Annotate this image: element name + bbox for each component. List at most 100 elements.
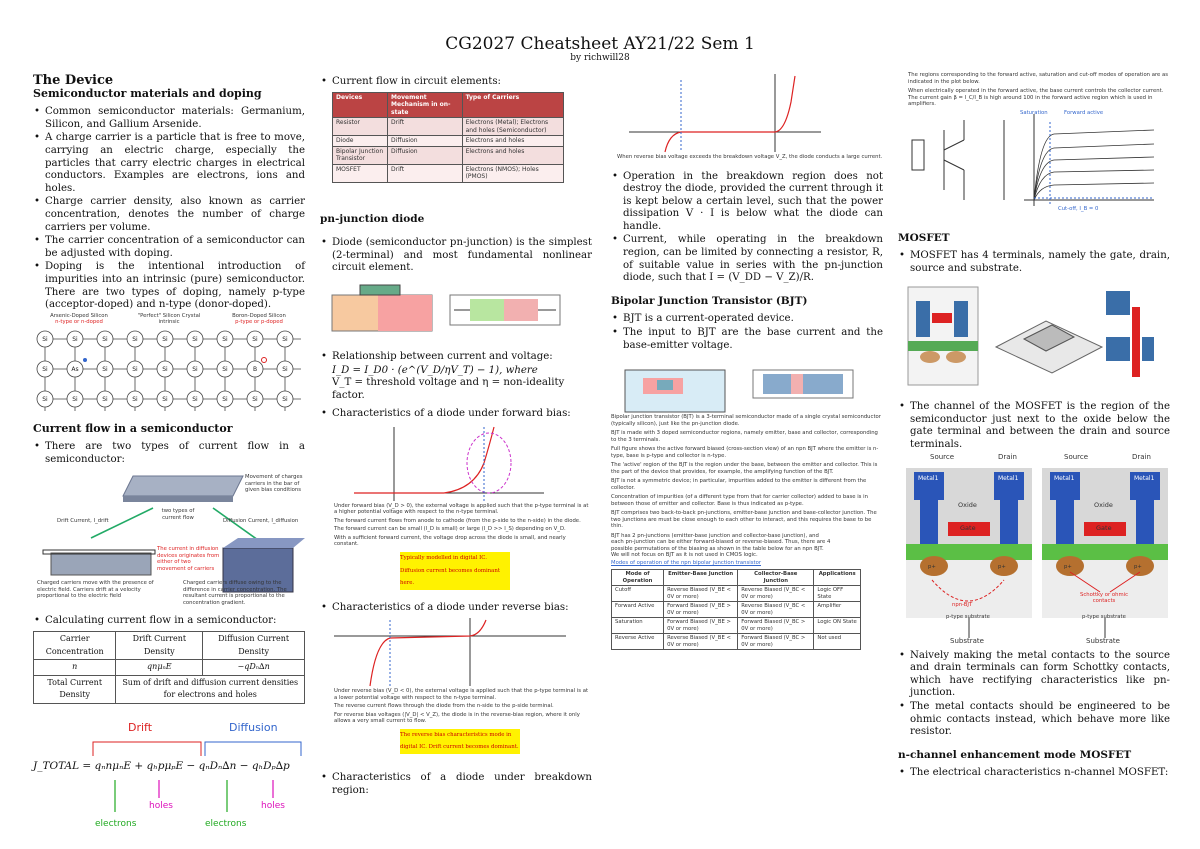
mosfet-cross-section-figure: Source Drain Source Drain: [898, 452, 1170, 645]
bjt-paragraph: The 'active' region of the BJT is the re…: [611, 462, 878, 475]
bullet-item: Characteristics of a diode under breakdo…: [321, 772, 592, 797]
svg-text:Si: Si: [192, 366, 198, 373]
forward-note: The forward current can be small (I_D is…: [334, 526, 566, 533]
bjt-paragraph: BJT is made with 3 doped semiconductor r…: [611, 430, 878, 443]
current-flow-figure: Movement of charges carriers in the bar …: [33, 468, 305, 613]
fig-label-diffusion: Diffusion Current, I_diffusion: [223, 518, 299, 525]
svg-text:Si: Si: [282, 336, 288, 343]
reverse-bias-plot: [334, 618, 566, 687]
section-title-device: The Device: [33, 73, 114, 88]
label-source: Source: [1064, 452, 1089, 461]
table-cell: Electrons (NMOS); Holes (PMOS): [461, 163, 565, 183]
label-metal1: Metal1: [918, 474, 939, 482]
label-substrate: Substrate: [1086, 636, 1120, 645]
bullet-item: Diode (semiconductor pn-junction) is the…: [321, 237, 592, 275]
bjt-paragraph: Bipolar junction transistor (BJT) is a 3…: [611, 414, 881, 427]
current-flow-diagram: [42, 475, 305, 593]
label-source: Source: [930, 452, 955, 461]
subsection-mosfet: MOSFET: [898, 231, 950, 244]
table-cell: −qDₙ∆n: [202, 659, 305, 676]
table-cell: Not used: [813, 633, 861, 651]
fig-label-drift: Drift Current, I_drift: [57, 518, 109, 525]
label-pplus: p+: [1064, 563, 1072, 570]
svg-text:Si: Si: [252, 396, 258, 403]
table-cell: Forward Biased (V_BE > 0V or more): [663, 617, 739, 635]
svg-text:Si: Si: [42, 336, 48, 343]
table-cell: Drift: [387, 117, 463, 137]
label-substrate-type: p-type substrate: [946, 613, 990, 620]
bullet-item: Calculating current flow in a semiconduc…: [34, 615, 305, 628]
table-cell: Reverse Biased (V_BC < 0V or more): [737, 585, 815, 603]
forward-bias-plot: [354, 426, 544, 501]
table-cell: Drift: [387, 163, 463, 183]
forward-note: With a sufficient forward current, the v…: [334, 534, 566, 548]
label-metal1: Metal1: [998, 474, 1019, 482]
bullet-item: MOSFET has 4 terminals, namely the gate,…: [899, 250, 1170, 275]
bjt-modes-table: Mode of Operation Emitter-Base Junction …: [610, 569, 861, 651]
bjt-paragraph: Concentration of impurities (of a differ…: [611, 494, 868, 507]
lattice-sublabel: n-type or n-doped: [55, 318, 103, 325]
bullet-item: The channel of the MOSFET is the region …: [899, 401, 1170, 451]
svg-text:Si: Si: [192, 396, 198, 403]
bullet-item: Common semiconductor materials: Germaniu…: [34, 106, 305, 131]
bullet-item: Naively making the metal contacts to the…: [899, 650, 1170, 700]
column-4: The regions corresponding to the forward…: [898, 72, 1170, 781]
svg-text:B: B: [253, 366, 257, 373]
svg-text:Si: Si: [222, 366, 228, 373]
table-cell: Resistor: [331, 117, 389, 137]
eq-label-holes: holes: [261, 801, 285, 812]
svg-text:Si: Si: [282, 366, 288, 373]
page-title: CG2027 Cheatsheet AY21/22 Sem 1: [445, 34, 755, 54]
table-cell: Total Current Density: [32, 674, 117, 705]
table-cell: Saturation: [610, 617, 665, 635]
eq-label-diffusion: Diffusion: [229, 721, 278, 735]
bjt-region-note: The regions corresponding to the forward…: [908, 72, 1168, 85]
label-substrate-type: p-type substrate: [1082, 613, 1126, 620]
lattice-sublabel: p-type or p-doped: [235, 318, 283, 325]
svg-text:Si: Si: [72, 396, 78, 403]
diode-equation-note: V_T = threshold voltage and η = non-idea…: [332, 377, 565, 401]
table-cell: Logic ON State: [813, 617, 861, 635]
pn-junction-diagram: [331, 284, 561, 332]
svg-text:Si: Si: [132, 336, 138, 343]
column-1: The Device Semiconductor materials and d…: [32, 72, 305, 832]
table-header: Carrier Concentration: [32, 631, 117, 661]
table-cell: Diffusion: [387, 135, 463, 147]
table-cell: Logic OFF State: [813, 585, 861, 603]
lattice-label: Arsenic-Doped Silicon: [50, 312, 108, 319]
table-header: Mode of Operation: [610, 569, 665, 587]
table-cell: Electrons (Metal); Electrons and holes (…: [461, 117, 565, 137]
table-cell: MOSFET: [331, 163, 389, 183]
subsection-current-flow: Current flow in a semiconductor: [33, 421, 233, 435]
table-header: Emitter-Base Junction: [663, 569, 739, 587]
svg-text:Si: Si: [132, 366, 138, 373]
label-drain: Drain: [1132, 452, 1151, 461]
modes-link[interactable]: Modes of operation of the npn bipolar ju…: [611, 559, 761, 566]
fig-label-charged-drift: Charged carriers move with the presence …: [37, 580, 154, 600]
table-header: Collector-Base Junction: [737, 569, 815, 587]
eq-arrows: [114, 780, 274, 813]
table-cell: Forward Active: [610, 601, 665, 619]
table-cell: Amplifier: [813, 601, 861, 619]
forward-note: The forward current flows from anode to …: [334, 517, 581, 524]
eq-label-electrons: electrons: [95, 819, 137, 830]
bjt-paragraph: BJT comprises two back-to-back pn-juncti…: [611, 510, 877, 530]
current-equation-figure: Drift Diffusion J_TOTAL = qₙnμₙE + qₕpμₚ…: [33, 721, 305, 832]
svg-text:Si: Si: [162, 396, 168, 403]
label-oxide: Oxide: [958, 500, 977, 509]
current-density-table: Carrier Concentration Drift Current Dens…: [32, 631, 305, 705]
bjt-paragraph: BJT has 2 pn-junctions (emitter-base jun…: [611, 532, 831, 559]
bullet-item: The metal contacts should be engineered …: [899, 701, 1170, 739]
breakdown-note: When reverse bias voltage exceeds the br…: [617, 154, 883, 160]
svg-text:Si: Si: [42, 396, 48, 403]
lattice-label: Boron-Doped Silicon: [232, 312, 286, 319]
svg-text:Si: Si: [72, 336, 78, 343]
label-substrate: Substrate: [950, 636, 984, 645]
svg-text:Si: Si: [162, 366, 168, 373]
bullet-item: The input to BJT are the base current an…: [612, 327, 883, 352]
page-author: by richwill28: [570, 53, 630, 63]
semiconductor-bullets: Common semiconductor materials: Germaniu…: [33, 106, 305, 312]
column-2: Current flow in circuit elements: Device…: [320, 72, 592, 798]
bullet-item: Relationship between current and voltage…: [321, 351, 592, 364]
svg-text:Si: Si: [252, 336, 258, 343]
